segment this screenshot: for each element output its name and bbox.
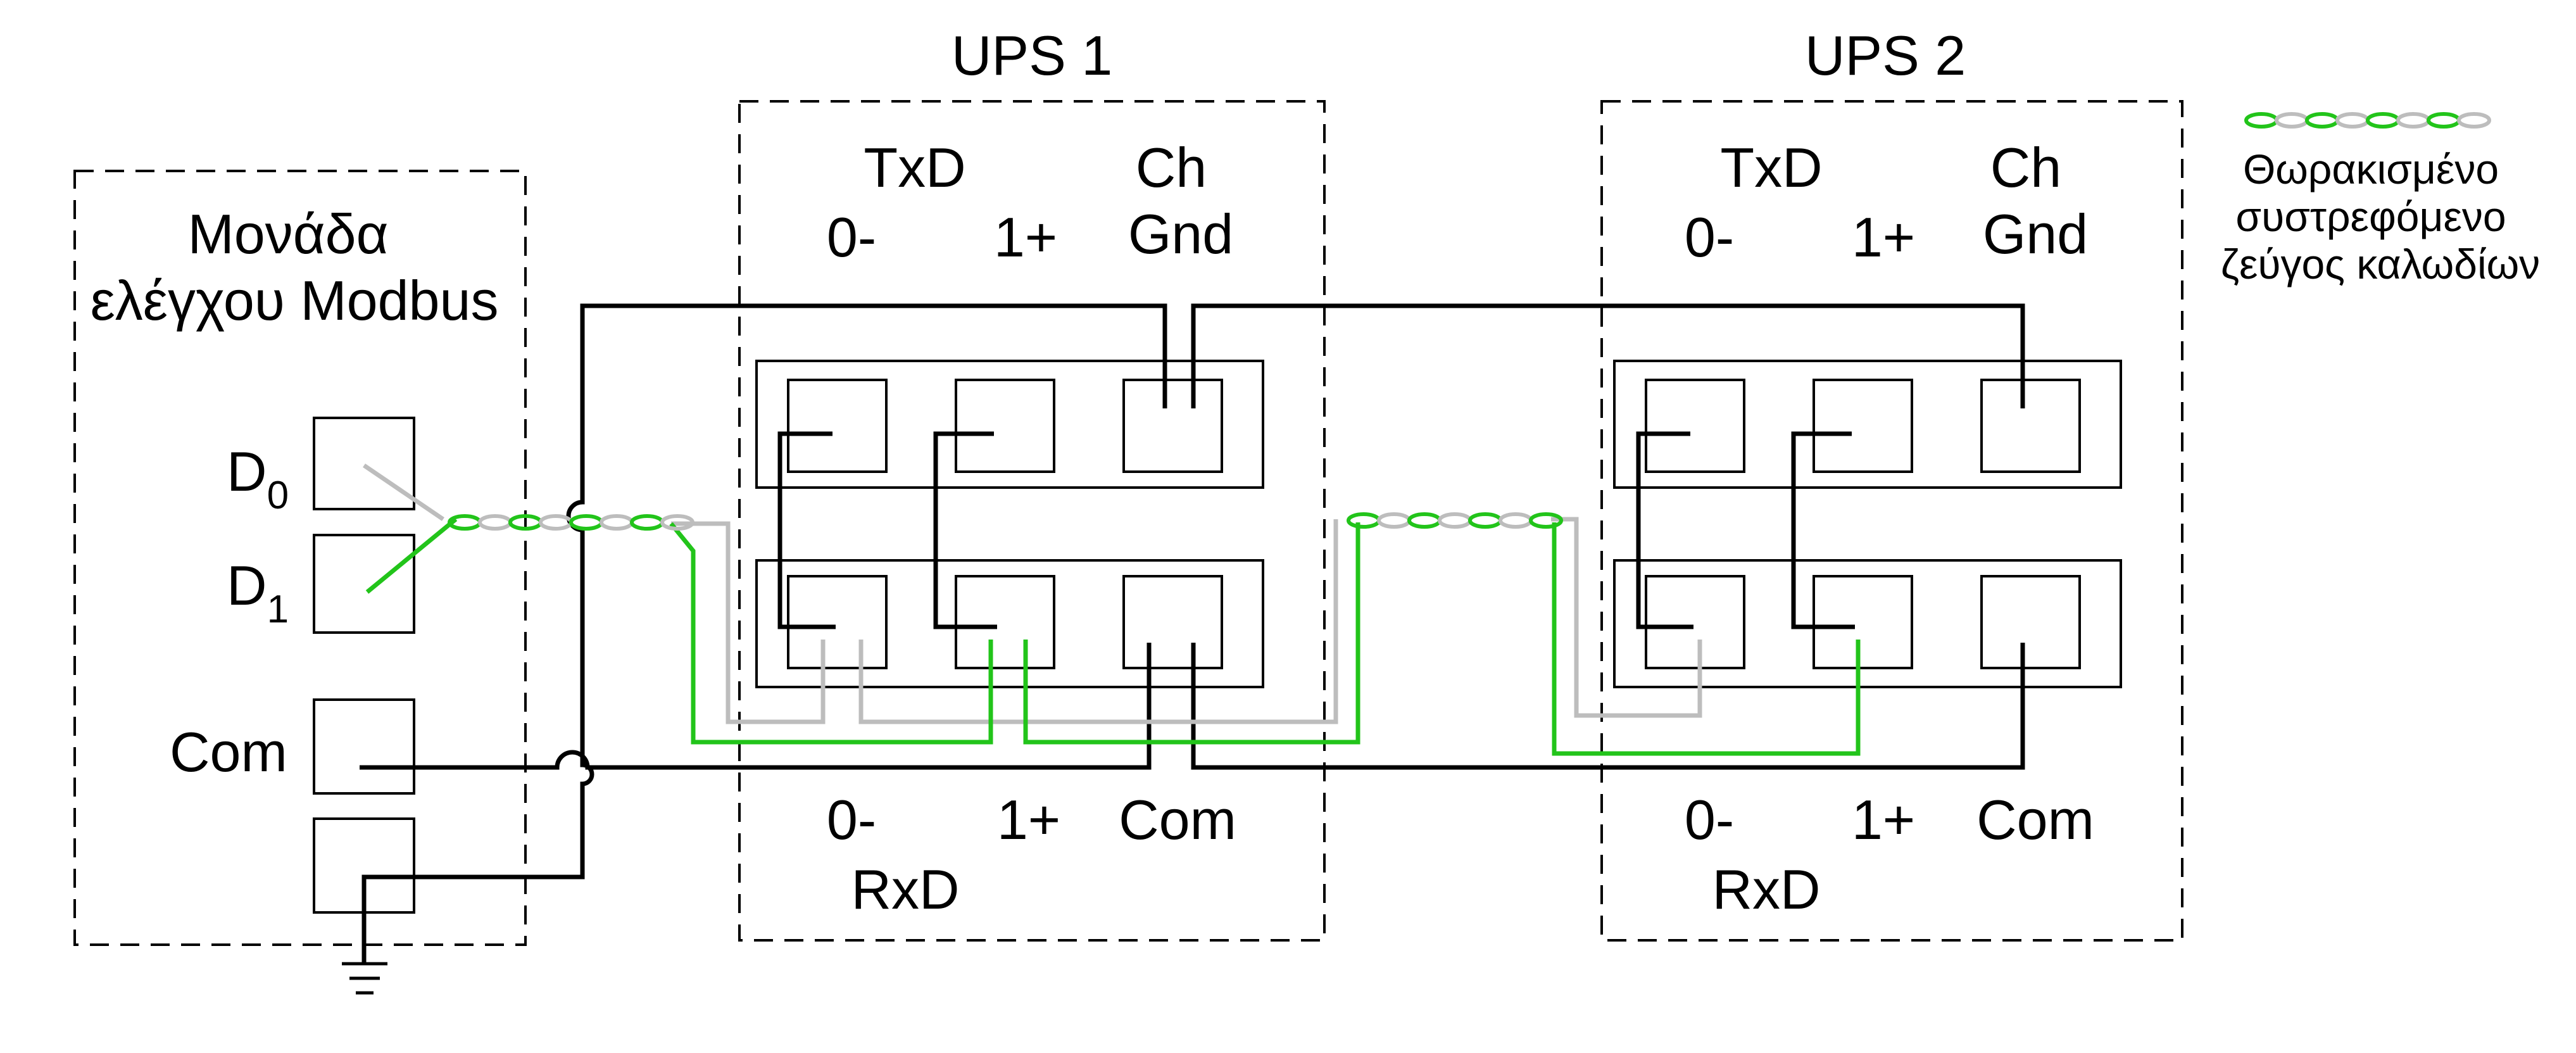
ups1-to-ups2-com-wire xyxy=(1191,643,2025,770)
ups2-rxd-one-terminal xyxy=(1813,575,1913,669)
ups2-top-one-label: 1+ xyxy=(1852,206,1915,268)
ups2-enclosure xyxy=(1600,100,2183,942)
ups2-ch-gnd-terminal xyxy=(1980,379,2081,473)
ups1-com-terminal xyxy=(1122,575,1223,669)
legend-line3: ζεύγος καλωδίων xyxy=(2221,241,2540,287)
d0-lead xyxy=(363,463,444,521)
d0-to-ups2-rxd-zero xyxy=(1551,517,1702,718)
ups2-txd-label: TxD xyxy=(1720,136,1822,199)
ups1-jumper-zero xyxy=(777,431,836,629)
ups2-gnd-label: Gnd xyxy=(1983,203,2088,265)
com-wire xyxy=(360,643,1152,770)
ups1-jumper-one xyxy=(933,431,997,629)
ups2-rxd-zero-terminal xyxy=(1645,575,1745,669)
d0-terminal xyxy=(313,417,415,510)
d1-label-sub: 1 xyxy=(267,588,289,631)
ups1-rxd-label: RxD xyxy=(851,858,959,921)
ups1-ch-label: Ch xyxy=(1136,136,1207,199)
d1-ups1-out xyxy=(1023,522,1360,745)
d1-label: D1 xyxy=(227,554,289,631)
legend-line2: συστρεφόμενο xyxy=(2235,193,2506,240)
d1-lead xyxy=(365,517,458,594)
ups2-txd-zero-terminal xyxy=(1645,379,1745,473)
ups1-rxd-zero-terminal xyxy=(787,575,888,669)
twisted-pair-braids xyxy=(448,112,2491,531)
ups1-txd-zero-terminal xyxy=(787,379,888,473)
ups1-title: UPS 1 xyxy=(952,24,1112,87)
d0-label-main: D xyxy=(227,440,267,503)
ground-symbol-icon xyxy=(342,962,387,995)
com-terminal xyxy=(313,698,415,795)
ups1-bottom-com-label: Com xyxy=(1119,788,1236,851)
ups1-enclosure xyxy=(738,100,1326,942)
com-label: Com xyxy=(170,721,287,783)
modbus-unit-enclosure xyxy=(73,170,527,946)
ups1-to-ups2-shield-wire xyxy=(1191,303,2025,408)
d1-label-main: D xyxy=(227,554,267,617)
ups1-ch-gnd-terminal xyxy=(1122,379,1223,473)
ups2-jumper-one xyxy=(1791,431,1855,629)
ups2-ch-label: Ch xyxy=(1990,136,2062,199)
ups1-rxd-one-terminal xyxy=(955,575,1055,669)
ups1-top-zero-label: 0- xyxy=(827,206,876,268)
d1-to-ups1-rxd-one xyxy=(669,522,993,745)
d1-wire xyxy=(365,517,1861,756)
ups2-bottom-zero-label: 0- xyxy=(1685,788,1734,851)
ups1-bottom-zero-label: 0- xyxy=(827,788,876,851)
d0-wire xyxy=(363,463,1702,724)
ups2-bottom-com-label: Com xyxy=(1976,788,2094,851)
d1-terminal xyxy=(313,534,415,634)
modbus-unit-title-line2: ελέγχου Modbus xyxy=(91,269,499,332)
ups1-bottom-one-label: 1+ xyxy=(997,788,1060,851)
ups2-bottom-one-label: 1+ xyxy=(1852,788,1915,851)
ups2-rxd-label: RxD xyxy=(1712,858,1820,921)
braid-modbus-to-ups1 xyxy=(448,514,694,531)
legend-braid xyxy=(2244,112,2491,129)
d0-label-sub: 0 xyxy=(267,474,289,517)
ups1-top-one-label: 1+ xyxy=(994,206,1057,268)
ups2-title: UPS 2 xyxy=(1805,24,1966,87)
modbus-unit-title-line1: Μονάδα xyxy=(188,203,389,265)
ups1-txd-label: TxD xyxy=(864,136,965,199)
d1-to-ups2-rxd-one xyxy=(1552,522,1861,756)
ups2-txd-one-terminal xyxy=(1813,379,1913,473)
legend-line1: Θωρακισμένο xyxy=(2243,146,2499,192)
ups1-gnd-label: Gnd xyxy=(1128,203,1233,265)
ups2-top-zero-label: 0- xyxy=(1685,206,1734,268)
ups2-jumper-zero xyxy=(1636,431,1693,629)
ups1-txd-one-terminal xyxy=(955,379,1055,473)
d0-ups1-out xyxy=(858,519,1338,724)
d0-label: D0 xyxy=(227,440,289,517)
ups2-com-terminal xyxy=(1980,575,2081,669)
d0-to-ups1-rxd-zero xyxy=(671,521,826,724)
braid-ups1-to-ups2 xyxy=(1347,512,1563,529)
